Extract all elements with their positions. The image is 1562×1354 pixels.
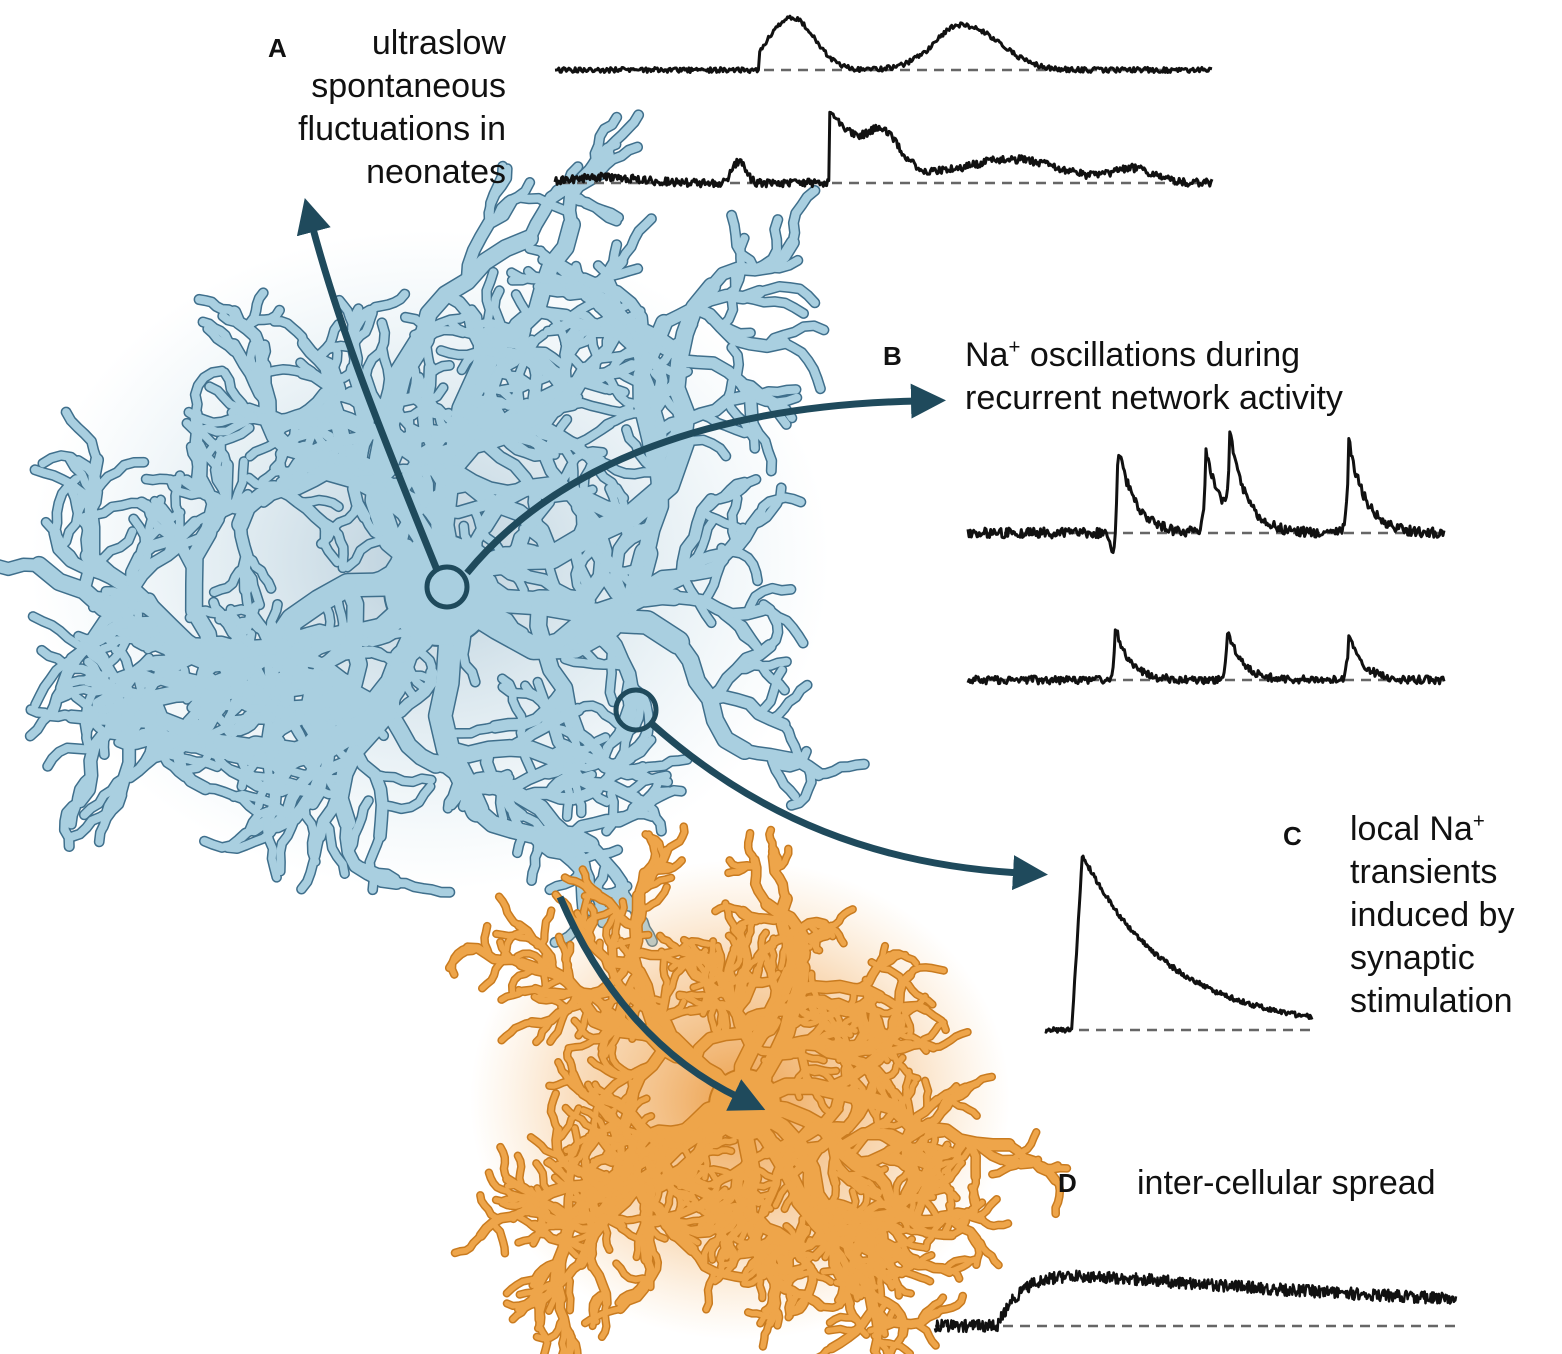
astrocyte-orange-icon bbox=[444, 822, 1072, 1354]
astrocyte-blue-icon bbox=[0, 109, 870, 948]
trace-c bbox=[1044, 854, 1314, 1034]
panel-b-line-2: recurrent network activity bbox=[965, 379, 1343, 417]
trace-d bbox=[933, 1269, 1458, 1334]
arrow-to-panel-b bbox=[464, 383, 946, 576]
arrow-to-panel-a bbox=[296, 197, 441, 572]
soma-circle-marker bbox=[424, 564, 470, 610]
arrow-to-panel-c bbox=[649, 721, 1048, 891]
panel-a-label: ultraslow spontaneous fluctuations in ne… bbox=[240, 22, 506, 194]
panel-c-line-2: transients bbox=[1350, 853, 1498, 891]
panel-c-line-4: synaptic bbox=[1350, 939, 1475, 977]
panel-a-letter: A bbox=[268, 33, 287, 63]
trace-a2 bbox=[553, 110, 1214, 189]
panel-c-line-3: induced by bbox=[1350, 896, 1515, 934]
panel-a-line-4: neonates bbox=[366, 153, 506, 191]
panel-c-line-5: stimulation bbox=[1350, 982, 1513, 1020]
panel-c-label: local Na+ transients induced by synaptic… bbox=[1350, 808, 1555, 1023]
panel-a-line-3: fluctuations in bbox=[298, 110, 506, 148]
panel-a-line-1: ultraslow bbox=[371, 24, 506, 62]
panel-c-letter: C bbox=[1283, 821, 1302, 851]
panel-b-label: Na+ oscillations during recurrent networ… bbox=[965, 334, 1435, 420]
panel-c-line-1: local Na+ bbox=[1350, 810, 1485, 848]
panel-b-line-1: Na+ oscillations during bbox=[965, 336, 1301, 374]
trace-a1 bbox=[554, 14, 1213, 74]
panel-a-line-2: spontaneous bbox=[311, 67, 506, 105]
panel-d-label: inter-cellular spread bbox=[1137, 1164, 1436, 1202]
panel-b-letter: B bbox=[883, 341, 902, 371]
process-circle-marker bbox=[613, 687, 659, 733]
panel-d-letter: D bbox=[1058, 1168, 1077, 1198]
trace-b2 bbox=[966, 628, 1446, 686]
arrow-to-panel-d bbox=[556, 895, 766, 1111]
trace-b1 bbox=[966, 430, 1446, 554]
